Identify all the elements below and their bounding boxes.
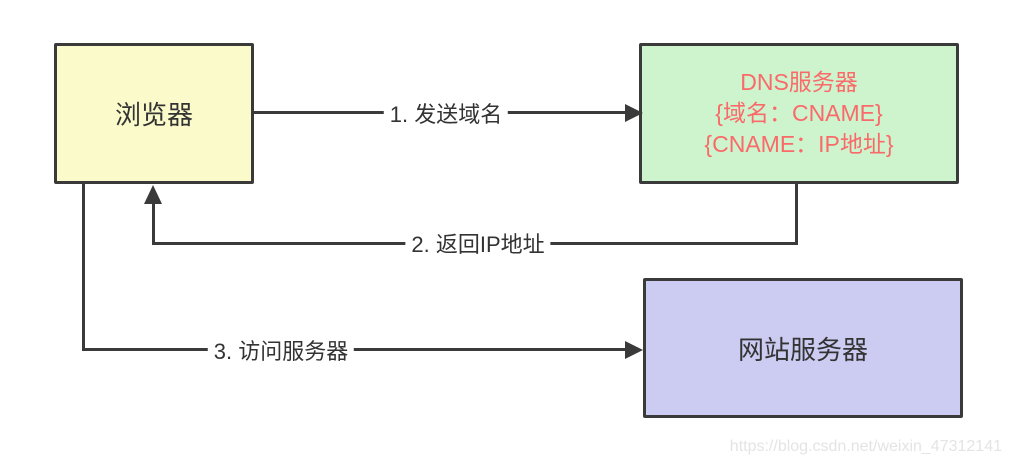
node-browser-label: 浏览器 [114, 100, 193, 130]
node-browser: 浏览器 [54, 43, 254, 184]
node-web-server: 网站服务器 [643, 278, 963, 418]
edge-3-label: 3. 访问服务器 [207, 334, 355, 366]
edge-1-label: 1. 发送域名 [383, 97, 509, 129]
edge-3-arrowhead [625, 341, 643, 359]
edge-3-line-horizontal [82, 348, 628, 351]
edge-2-label: 2. 返回IP地址 [405, 227, 551, 259]
edge-2-line-vertical-left [152, 203, 155, 245]
node-web-server-label: 网站服务器 [737, 334, 868, 365]
node-dns-server: DNS服务器 {域名：CNAME} {CNAME：IP地址} [639, 43, 959, 184]
edge-1-arrowhead [625, 104, 643, 122]
watermark-url: https://blog.csdn.net/weixin_47312141 [729, 438, 1002, 455]
dns-server-title: DNS服务器 [740, 69, 858, 95]
edge-2-arrowhead [144, 185, 162, 204]
edge-3-line-vertical [82, 184, 85, 351]
dns-mapping-domain-cname: {域名：CNAME} [715, 100, 883, 126]
edge-2-line-vertical-right [795, 184, 798, 244]
dns-mapping-cname-ip: {CNAME：IP地址} [704, 131, 894, 157]
